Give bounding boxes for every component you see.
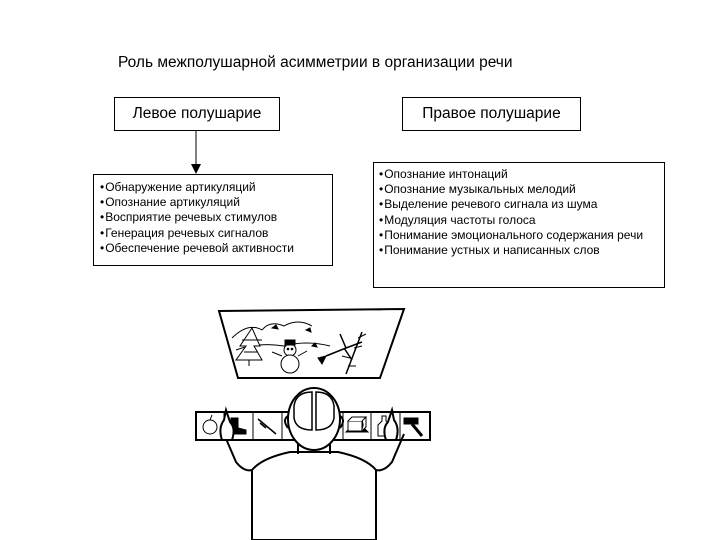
list-item: •Генерация речевых сигналов (100, 225, 269, 240)
left-hemisphere-label: Левое полушарие (132, 105, 262, 122)
branch-icon (341, 331, 367, 375)
list-item: •Опознание музыкальных мелодий (379, 182, 576, 197)
left-hemisphere-box: Левое полушарие (114, 97, 280, 131)
knife-icon (257, 418, 277, 435)
list-item: •Модуляция частоты голоса (379, 212, 536, 227)
left-functions-list: •Обнаружение артикуляций •Опознание арти… (93, 174, 333, 266)
right-hemisphere-box: Правое полушарие (402, 97, 581, 131)
box-icon (347, 416, 368, 432)
right-functions-list: •Опознание интонаций •Опознание музыкаль… (373, 162, 665, 288)
list-item: •Опознание артикуляций (100, 195, 240, 210)
right-hemisphere-label: Правое полушарие (422, 105, 561, 122)
screen-scene (231, 321, 367, 375)
list-item: •Опознание интонаций (379, 167, 508, 181)
snowman-icon (271, 339, 308, 374)
list-item: •Обнаружение артикуляций (100, 180, 256, 194)
page-title: Роль межполушарной асимметрии в организа… (118, 54, 513, 71)
tree-icon (235, 326, 263, 366)
list-item: •Выделение речевого сигнала из шума (379, 197, 598, 212)
list-item: •Обеспечение речевой активности (100, 240, 294, 255)
hammer-icon (403, 417, 424, 437)
list-item: •Понимание эмоционального содержания реч… (379, 227, 644, 242)
list-item: •Восприятие речевых стимулов (100, 210, 278, 225)
list-item: •Понимание устных и написанных слов (379, 243, 600, 258)
person-figure (219, 387, 405, 540)
apple-icon (202, 414, 218, 435)
